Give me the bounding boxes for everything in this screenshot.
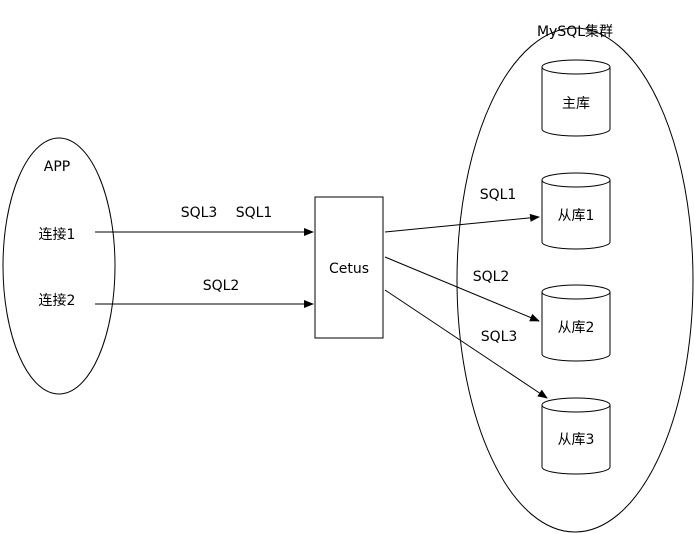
edge-cetus-to-replica2	[384, 256, 540, 322]
replica-db-2: 从库2	[541, 284, 611, 362]
cetus-box	[314, 196, 384, 339]
edge-cetus-to-replica1	[384, 213, 540, 233]
edge-label-sql2: SQL2	[203, 278, 240, 294]
replica-2-top	[541, 284, 611, 300]
master-db-label: 主库	[562, 96, 590, 112]
replica-1-body	[541, 180, 611, 250]
app-title: APP	[44, 159, 70, 175]
mysql-cluster: MySQL集群 主库 从库1 从库2 从库3	[456, 23, 694, 533]
cetus-label: Cetus	[329, 261, 369, 277]
replica-3-body	[541, 405, 611, 475]
edge-label-sql3: SQL3	[181, 205, 218, 221]
master-db: 主库	[541, 59, 611, 137]
edge-label-replica2: SQL2	[473, 269, 510, 285]
app-group: APP 连接1 连接2	[2, 137, 116, 395]
replica-3-label: 从库3	[558, 432, 595, 448]
replica-1-label: 从库1	[558, 208, 595, 224]
edge-label-replica1: SQL1	[480, 187, 517, 203]
edge-label-sql1: SQL1	[236, 205, 273, 221]
cluster-title: MySQL集群	[537, 23, 613, 40]
edge-label-replica3: SQL3	[481, 329, 518, 345]
replica-db-3: 从库3	[541, 397, 611, 475]
cetus-node: Cetus	[314, 196, 384, 339]
master-db-body	[541, 67, 611, 137]
app-ellipse	[2, 137, 116, 395]
connection-1-label: 连接1	[39, 226, 76, 243]
replica-1-top	[541, 172, 611, 188]
replica-2-body	[541, 292, 611, 362]
master-db-top	[541, 59, 611, 75]
cluster-ellipse	[456, 27, 694, 533]
edge-cetus-to-replica3	[384, 289, 548, 399]
replica-db-1: 从库1	[541, 172, 611, 250]
replica-2-label: 从库2	[558, 320, 595, 336]
replica-3-top	[541, 397, 611, 413]
connection-2-label: 连接2	[39, 292, 76, 309]
